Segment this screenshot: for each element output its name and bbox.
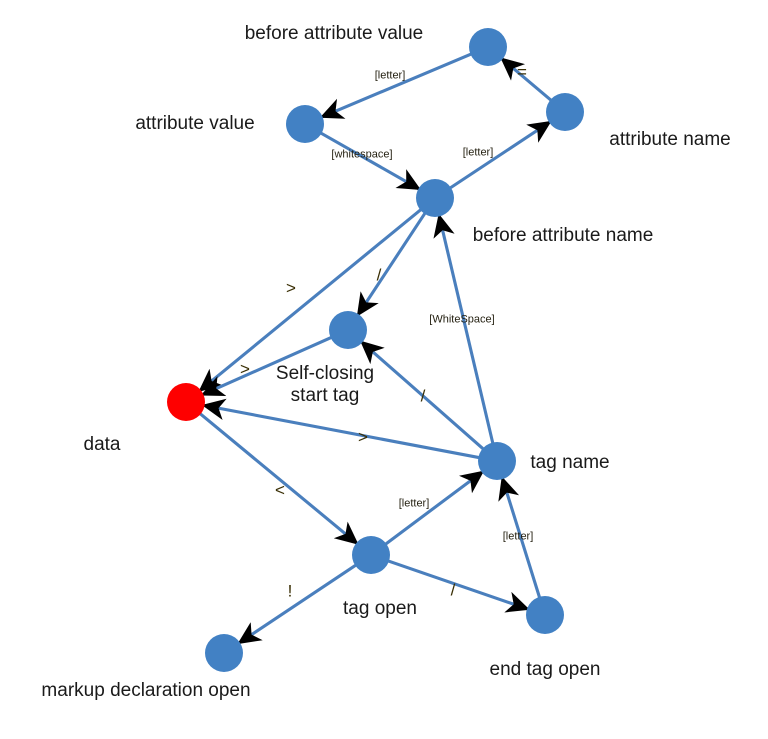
edge-label-e-to-tn: [letter] xyxy=(398,497,430,510)
edge-label-e-ban-scst: / xyxy=(376,265,382,285)
state-node-end-tag-open[interactable] xyxy=(526,596,564,634)
state-node-before-attribute-value[interactable] xyxy=(469,28,507,66)
edge-before-attribute-value-to-attribute-value xyxy=(319,52,474,119)
nodes-layer xyxy=(167,28,584,672)
edges-layer xyxy=(197,52,554,645)
edge-tag-open-to-end-tag-open xyxy=(385,558,530,613)
state-node-self-closing-start-tag[interactable] xyxy=(329,311,367,349)
edge-end-tag-open-to-tag-name xyxy=(498,476,542,601)
state-node-data[interactable] xyxy=(167,383,205,421)
edge-before-attribute-name-to-data xyxy=(198,207,424,393)
edge-tag-name-to-before-attribute-name xyxy=(433,213,495,447)
edge-tag-name-to-self-closing-start-tag xyxy=(359,340,486,452)
edge-before-attribute-name-to-attribute-name xyxy=(447,120,552,191)
edge-label-e-ban-data: > xyxy=(286,278,296,298)
edge-label-e-an-bav: = xyxy=(517,62,527,82)
edge-data-to-tag-open xyxy=(197,411,359,546)
edge-label-e-tn-data: > xyxy=(358,427,368,447)
state-label-before-attribute-name: before attribute name xyxy=(472,225,654,247)
edge-label-e-to-eto: / xyxy=(450,580,456,600)
edge-self-closing-start-tag-to-data xyxy=(200,335,335,397)
edge-label-e-tn-scst: / xyxy=(420,386,426,406)
edge-label-e-av-ban: [whitespace] xyxy=(331,148,393,161)
edge-attribute-value-to-before-attribute-name xyxy=(318,130,422,191)
edge-attribute-name-to-before-attribute-value xyxy=(500,57,554,103)
edge-label-e-scst-data: > xyxy=(240,359,250,379)
state-label-data: data xyxy=(83,434,121,456)
edge-label-e-bav-av: [letter] xyxy=(374,69,406,82)
state-node-tag-name[interactable] xyxy=(478,442,516,480)
state-label-tag-open: tag open xyxy=(343,598,417,620)
edge-tag-open-to-markup-declaration-open xyxy=(237,562,359,645)
state-label-markup-declaration-open: markup declaration open xyxy=(41,680,251,702)
state-node-attribute-value[interactable] xyxy=(286,105,324,143)
state-node-before-attribute-name[interactable] xyxy=(416,179,454,217)
state-label-attribute-value: attribute value xyxy=(135,113,255,135)
edge-tag-open-to-tag-name xyxy=(383,470,485,547)
state-node-attribute-name[interactable] xyxy=(546,93,584,131)
state-label-end-tag-open: end tag open xyxy=(489,659,601,681)
edge-label-e-ban-an: [letter] xyxy=(462,146,494,159)
edge-label-e-eto-tn: [letter] xyxy=(502,530,534,543)
state-node-markup-declaration-open[interactable] xyxy=(205,634,243,672)
edge-before-attribute-name-to-self-closing-start-tag xyxy=(356,210,428,317)
state-label-attribute-name: attribute name xyxy=(609,129,731,151)
edge-label-e-data-to: < xyxy=(275,480,285,500)
edge-tag-name-to-data xyxy=(201,398,482,460)
edge-label-e-to-mdo: ! xyxy=(287,581,293,601)
edge-label-e-tn-ban: [WhiteSpace] xyxy=(429,313,495,326)
state-label-before-attribute-value: before attribute value xyxy=(244,23,424,45)
state-node-tag-open[interactable] xyxy=(352,536,390,574)
state-label-tag-name: tag name xyxy=(530,452,610,474)
